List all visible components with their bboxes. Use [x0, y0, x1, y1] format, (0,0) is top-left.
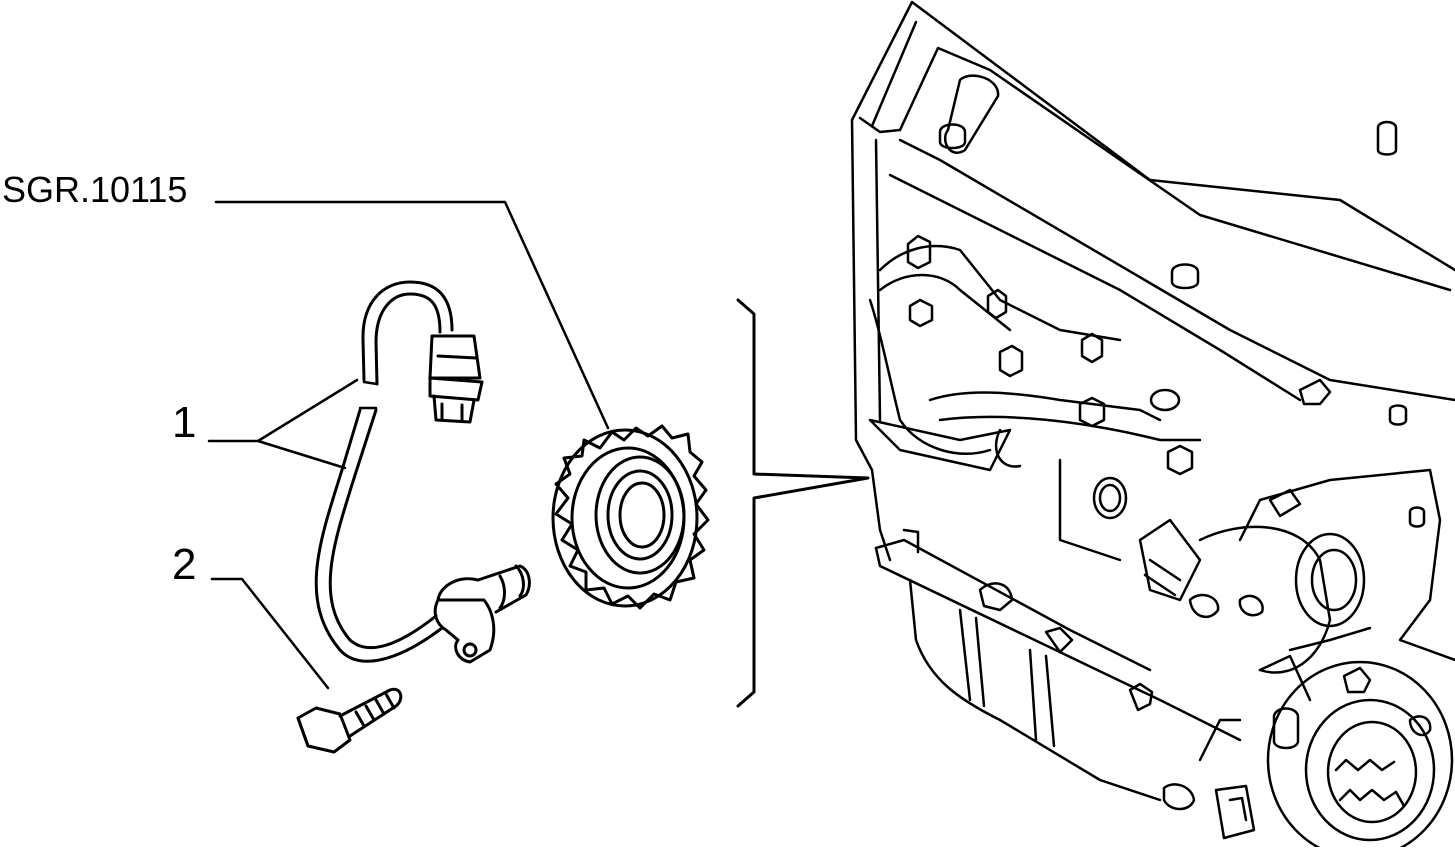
hex-bolt: [296, 687, 403, 754]
sensor-wire-harness: [314, 280, 531, 664]
callout-number-1: 1: [172, 398, 197, 447]
lower-cable-inner: [328, 408, 438, 649]
ref-leader-line: [214, 200, 610, 430]
lower-cable: [314, 408, 444, 663]
crank-sensor: [433, 564, 531, 664]
engine-block: [850, 0, 1455, 852]
tone-wheel: [551, 424, 710, 610]
callout-1-leader-line: [207, 378, 359, 470]
assembly-bracket: [736, 298, 870, 708]
wire-connector: [428, 334, 484, 424]
part-reference-code: SGR.10115: [2, 169, 188, 210]
upper-cable-inner: [374, 292, 442, 386]
callout-2-leader-line: [210, 577, 330, 690]
callout-number-2: 2: [172, 540, 197, 589]
leader-lines: [207, 200, 610, 690]
upper-cable: [361, 280, 454, 382]
